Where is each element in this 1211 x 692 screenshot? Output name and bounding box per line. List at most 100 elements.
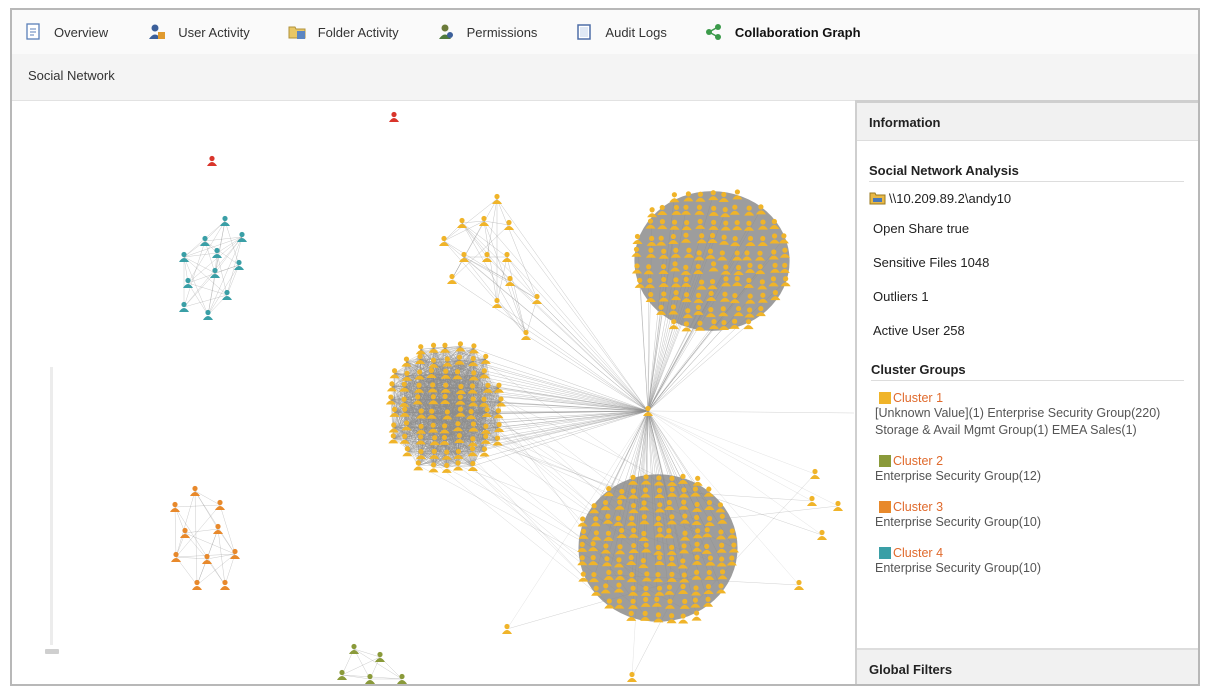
- user-node-icon[interactable]: [502, 623, 512, 634]
- user-node-icon[interactable]: [664, 598, 675, 609]
- user-node-icon[interactable]: [202, 553, 212, 564]
- cluster-group-1[interactable]: Cluster 1 [Unknown Value](1) Enterprise …: [875, 391, 1184, 439]
- user-node-icon[interactable]: [769, 218, 780, 230]
- user-node-icon[interactable]: [389, 406, 400, 417]
- user-node-icon[interactable]: [682, 308, 693, 319]
- user-node-icon[interactable]: [171, 551, 181, 562]
- user-node-icon[interactable]: [696, 279, 707, 290]
- user-node-icon[interactable]: [678, 499, 689, 510]
- user-node-icon[interactable]: [492, 297, 502, 308]
- user-node-icon[interactable]: [439, 342, 450, 353]
- user-node-icon[interactable]: [666, 475, 677, 486]
- user-node-icon[interactable]: [638, 558, 649, 569]
- user-node-icon[interactable]: [716, 583, 727, 594]
- user-node-icon[interactable]: [601, 556, 612, 567]
- user-node-icon[interactable]: [669, 192, 680, 203]
- user-node-icon[interactable]: [692, 541, 703, 552]
- user-node-icon[interactable]: [468, 370, 479, 381]
- user-node-icon[interactable]: [183, 277, 193, 288]
- user-node-icon[interactable]: [671, 290, 682, 301]
- user-node-icon[interactable]: [638, 530, 649, 541]
- user-node-icon[interactable]: [681, 276, 692, 287]
- user-node-icon[interactable]: [708, 219, 719, 230]
- user-node-icon[interactable]: [588, 555, 599, 566]
- user-node-icon[interactable]: [192, 579, 202, 590]
- user-node-icon[interactable]: [681, 220, 692, 231]
- user-node-icon[interactable]: [455, 394, 466, 405]
- user-node-icon[interactable]: [641, 571, 652, 582]
- user-node-icon[interactable]: [213, 523, 223, 534]
- user-node-icon[interactable]: [220, 215, 230, 226]
- user-node-icon[interactable]: [696, 233, 707, 244]
- user-node-icon[interactable]: [695, 191, 706, 202]
- user-node-icon[interactable]: [200, 235, 210, 246]
- user-node-icon[interactable]: [679, 598, 690, 609]
- user-node-icon[interactable]: [666, 613, 677, 624]
- user-node-icon[interactable]: [626, 554, 637, 566]
- user-node-icon[interactable]: [717, 569, 728, 580]
- user-node-icon[interactable]: [704, 569, 715, 580]
- user-node-icon[interactable]: [658, 263, 669, 275]
- user-node-icon[interactable]: [402, 446, 413, 457]
- user-node-icon[interactable]: [757, 292, 768, 303]
- user-node-icon[interactable]: [467, 446, 478, 457]
- user-node-icon[interactable]: [532, 293, 542, 304]
- tab-permissions[interactable]: Permissions: [437, 10, 537, 54]
- user-node-icon[interactable]: [705, 248, 716, 259]
- user-node-icon[interactable]: [399, 406, 410, 417]
- user-node-icon[interactable]: [778, 233, 789, 244]
- user-node-icon[interactable]: [693, 304, 704, 315]
- user-node-icon[interactable]: [399, 381, 410, 392]
- user-node-icon[interactable]: [494, 421, 505, 433]
- user-node-icon[interactable]: [170, 501, 180, 512]
- user-node-icon[interactable]: [640, 610, 651, 621]
- user-node-icon[interactable]: [658, 248, 669, 259]
- user-node-icon[interactable]: [677, 473, 688, 484]
- user-node-icon[interactable]: [779, 247, 790, 258]
- user-node-icon[interactable]: [770, 290, 781, 301]
- user-node-icon[interactable]: [613, 515, 624, 526]
- user-node-icon[interactable]: [179, 301, 189, 312]
- user-node-icon[interactable]: [521, 329, 531, 340]
- user-node-icon[interactable]: [616, 527, 627, 538]
- user-node-icon[interactable]: [694, 320, 705, 331]
- user-node-icon[interactable]: [600, 499, 611, 511]
- user-node-icon[interactable]: [707, 278, 718, 290]
- user-node-icon[interactable]: [577, 555, 588, 566]
- user-node-icon[interactable]: [429, 435, 440, 446]
- user-node-icon[interactable]: [482, 382, 493, 393]
- user-node-icon[interactable]: [779, 262, 790, 273]
- user-node-icon[interactable]: [719, 234, 730, 245]
- user-node-icon[interactable]: [179, 251, 189, 262]
- user-node-icon[interactable]: [670, 277, 681, 288]
- user-node-icon[interactable]: [453, 448, 464, 459]
- user-node-icon[interactable]: [658, 291, 669, 302]
- user-node-icon[interactable]: [643, 405, 653, 416]
- user-node-icon[interactable]: [578, 528, 589, 539]
- user-node-icon[interactable]: [578, 571, 589, 582]
- user-node-icon[interactable]: [468, 355, 479, 367]
- user-node-icon[interactable]: [467, 460, 478, 472]
- user-node-icon[interactable]: [640, 596, 651, 607]
- user-node-icon[interactable]: [428, 342, 439, 353]
- user-node-icon[interactable]: [692, 528, 703, 539]
- user-node-icon[interactable]: [441, 462, 452, 473]
- user-node-icon[interactable]: [428, 394, 439, 405]
- user-node-icon[interactable]: [452, 369, 463, 380]
- user-node-icon[interactable]: [602, 513, 613, 524]
- user-node-icon[interactable]: [708, 190, 719, 201]
- user-node-icon[interactable]: [657, 219, 668, 230]
- user-node-icon[interactable]: [666, 544, 677, 555]
- user-node-icon[interactable]: [389, 368, 400, 379]
- user-node-icon[interactable]: [645, 291, 656, 303]
- user-node-icon[interactable]: [653, 612, 664, 623]
- user-node-icon[interactable]: [671, 204, 682, 215]
- user-node-icon[interactable]: [715, 502, 726, 513]
- user-node-icon[interactable]: [654, 487, 665, 498]
- user-node-icon[interactable]: [639, 500, 650, 511]
- user-node-icon[interactable]: [480, 353, 491, 364]
- user-node-icon[interactable]: [401, 370, 412, 381]
- user-node-icon[interactable]: [770, 262, 781, 273]
- zoom-slider-track[interactable]: [50, 367, 53, 645]
- tab-folder-activity[interactable]: Folder Activity: [288, 10, 399, 54]
